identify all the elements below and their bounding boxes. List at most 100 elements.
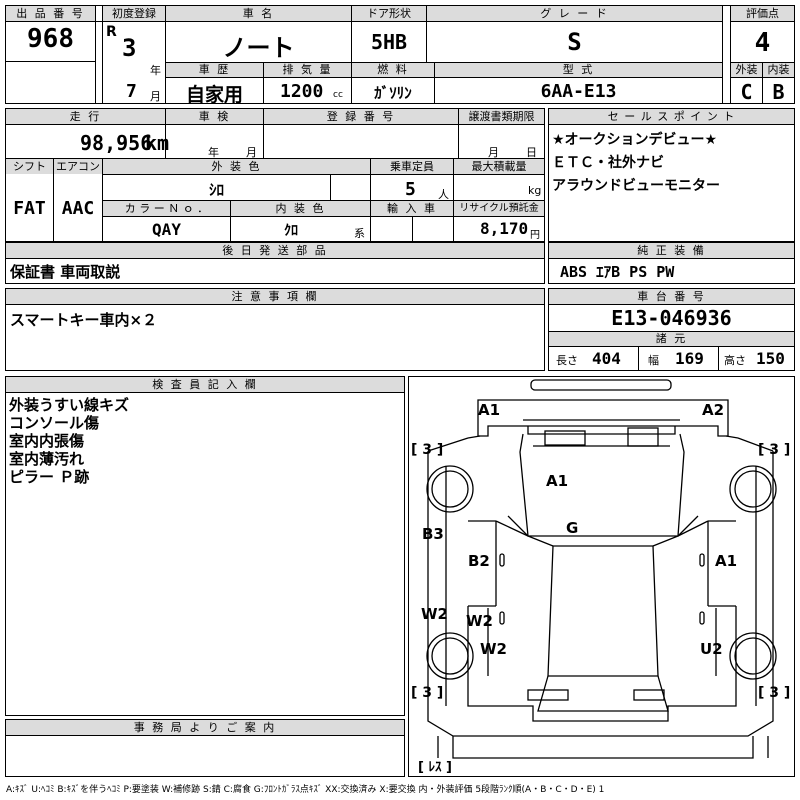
ext-color-label: 外 装 色: [103, 159, 370, 174]
import-label: 輸 入 車: [371, 201, 453, 216]
caution-value: スマートキー車内×２: [10, 311, 158, 329]
tire-rear-right: [ 3 ]: [758, 685, 790, 701]
shift-label: シフト: [6, 159, 53, 174]
car-name-label: 車 名: [166, 6, 351, 21]
specs-label: 諸 元: [549, 332, 794, 346]
inspector-line-4: 室内薄汚れ: [9, 450, 85, 468]
inspection-year-unit: 年: [208, 146, 219, 159]
mark-left-rear-door-2: W2: [480, 640, 507, 658]
door-label: ドア形状: [352, 6, 426, 21]
car-name-value: ノート: [222, 34, 295, 62]
first-reg-era: R: [106, 24, 117, 40]
sales-point-1: ★オークションデビュー★: [552, 132, 718, 148]
sales-point-2: ＥＴＣ・社外ナビ: [552, 155, 664, 171]
genuine-label: 純 正 装 備: [549, 243, 794, 258]
sales-points-section: [548, 108, 795, 242]
mark-front-left: A1: [478, 401, 500, 419]
inspector-line-2: コンソール傷: [9, 414, 100, 432]
recycle-label: リサイクル預託金: [454, 201, 544, 216]
color-no-label: カ ラ ー Ｎ ｏ ．: [103, 201, 230, 216]
aircon-value: AAC: [61, 198, 95, 219]
exterior-label: 外装: [731, 63, 762, 77]
mileage-unit: km: [145, 131, 170, 155]
displacement-value: 1200: [280, 81, 324, 102]
lot-no-value: 968: [27, 24, 74, 54]
car-diagram: A1 A2 A1 G B3 B2 A1 W2 W2 W2 U2 [ 3 ] [ …: [411, 379, 790, 775]
score-label: 評価点: [731, 6, 794, 21]
mark-left-front-panel: B3: [422, 525, 444, 543]
int-color-value: ｸﾛ: [284, 223, 298, 239]
mark-hood: A1: [546, 472, 568, 490]
first-reg-label: 初度登録: [103, 6, 165, 21]
door-value: 5HB: [370, 30, 408, 54]
grade-value: S: [567, 28, 582, 56]
tire-front-left: [ 3 ]: [411, 442, 443, 458]
later-parts-section: [5, 242, 545, 284]
length-value: 404: [592, 349, 621, 368]
office-label: 事 務 局 よ り ご 案 内: [6, 720, 404, 735]
color-no-value: QAY: [152, 220, 181, 239]
mark-roof: G: [566, 519, 578, 537]
inspector-line-3: 室内内張傷: [9, 432, 85, 450]
transfer-day-unit: 日: [526, 146, 537, 159]
chassis-label: 車 台 番 号: [549, 289, 794, 304]
inspector-line-5: ピラー Ｐ跡: [9, 468, 90, 486]
first-reg-month: 7: [126, 81, 137, 102]
genuine-section: [548, 242, 795, 284]
interior-label: 内装: [763, 63, 794, 77]
inspection-label: 車 検: [166, 109, 263, 124]
mark-right-door: A1: [715, 552, 737, 570]
later-parts-label: 後 日 発 送 部 品: [6, 243, 544, 258]
mark-left-front-door: B2: [468, 552, 490, 570]
capacity-label: 乗車定員: [371, 159, 453, 174]
genuine-value: ABS ｴｱB PS PW: [560, 263, 675, 281]
history-value: 自家用: [185, 84, 243, 106]
model-value: 6AA-E13: [540, 81, 617, 102]
chassis-value: E13-046936: [611, 306, 732, 330]
model-label: 型 式: [435, 63, 722, 77]
sales-point-3: アラウンドビューモニター: [552, 178, 720, 194]
vehicle-info-section: [5, 108, 545, 242]
length-label: 長さ: [556, 354, 578, 367]
first-reg-year: 3: [122, 34, 137, 62]
chassis-section: [548, 288, 795, 371]
lot-no-label: 出 品 番 号: [6, 6, 95, 21]
mark-left-rear-quarter: W2: [421, 605, 448, 623]
capacity-value: 5: [405, 179, 416, 200]
tire-rear-left: [ 3 ]: [411, 685, 443, 701]
int-color-label: 内 装 色: [231, 201, 370, 216]
inspector-label: 検 査 員 記 入 欄: [6, 377, 404, 392]
recycle-value: 8,170: [480, 219, 529, 238]
inspector-section: [5, 376, 405, 716]
ext-color-value: ｼﾛ: [208, 181, 224, 199]
interior-value: B: [772, 80, 785, 104]
inspector-line-1: 外装うすい線キズ: [9, 396, 130, 414]
mark-left-rear-door: W2: [466, 612, 493, 630]
mark-front-right: A2: [702, 401, 724, 419]
reg-no-label: 登 録 番 号: [264, 109, 458, 124]
legend: A:ｷｽﾞ U:ﾍｺﾐ B:ｷｽﾞを伴うﾍｺﾐ P:要塗装 W:補修跡 S:錆 …: [6, 785, 605, 795]
displacement-unit: cc: [333, 90, 343, 100]
height-label: 高さ: [724, 354, 746, 367]
later-parts-value: 保証書 車両取説: [10, 263, 121, 281]
tire-front-right: [ 3 ]: [758, 442, 790, 458]
mark-right-rear: U2: [700, 640, 723, 658]
transfer-month-unit: 月: [488, 146, 499, 159]
recycle-unit: 円: [530, 230, 540, 241]
car-diagram-frame: [408, 376, 795, 777]
fuel-label: 燃 料: [352, 63, 434, 77]
exterior-value: C: [740, 80, 753, 104]
caution-section: [5, 288, 545, 371]
max-load-label: 最大積載量: [454, 159, 544, 174]
mileage-value: 98,956: [80, 131, 153, 155]
first-reg-month-unit: 月: [150, 90, 161, 103]
history-label: 車 歴: [166, 63, 263, 77]
first-reg-year-unit: 年: [150, 64, 161, 77]
header-section: [5, 5, 795, 104]
aircon-label: エアコン: [54, 159, 102, 174]
capacity-unit: 人: [438, 188, 449, 201]
caution-label: 注 意 事 項 欄: [6, 289, 544, 304]
transfer-label: 譲渡書類期限: [459, 109, 544, 124]
int-color-unit: 系: [354, 227, 365, 240]
fuel-value: ｶﾞｿﾘﾝ: [374, 84, 412, 102]
